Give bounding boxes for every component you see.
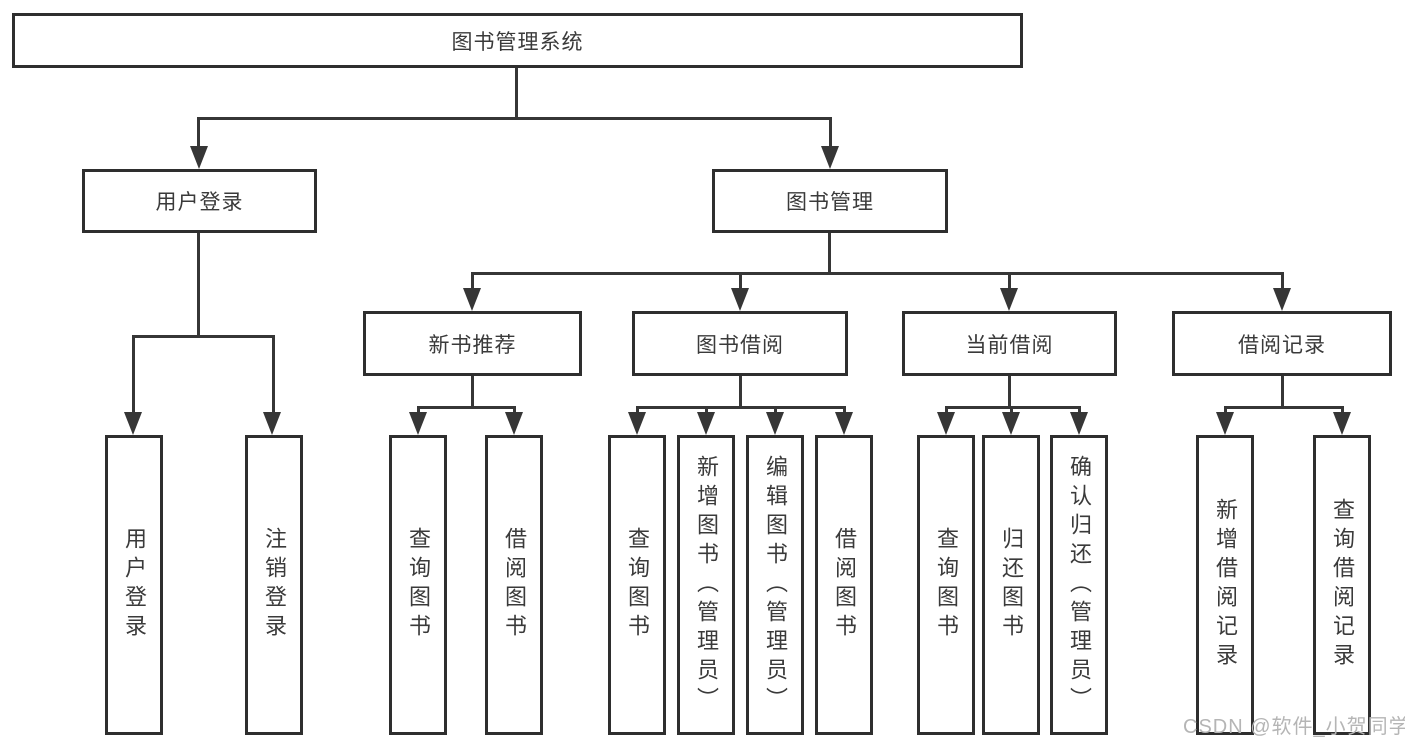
node-leaf-borrow-books-recommend: 借阅图书 [485, 435, 543, 735]
node-user-login-label: 用户登录 [155, 191, 244, 214]
arrow-down-icon [1002, 412, 1020, 435]
node-leaf-query-books-borrowing-label: 查询图书 [625, 527, 650, 643]
node-leaf-query-books-current: 查询图书 [917, 435, 975, 735]
node-current-borrowing-label: 当前借阅 [965, 333, 1054, 357]
node-leaf-logout-label: 注销登录 [262, 527, 287, 643]
arrow-down-icon [697, 412, 715, 435]
node-new-book-recommend-label: 新书推荐 [428, 333, 517, 357]
arrow-down-icon [1333, 412, 1351, 435]
node-leaf-confirm-return-admin: 确认归还（管理员） [1050, 435, 1108, 735]
arrow-down-icon [766, 412, 784, 435]
node-leaf-add-books-admin-label: 新增图书（管理员） [694, 454, 719, 716]
node-leaf-query-books-recommend-label: 查询图书 [406, 527, 431, 643]
connector-line [705, 406, 708, 414]
connector-line [132, 335, 135, 413]
connector-line [132, 335, 275, 338]
connector-line [829, 117, 832, 149]
node-leaf-add-books-admin: 新增图书（管理员） [677, 435, 735, 735]
node-leaf-edit-books-admin: 编辑图书（管理员） [746, 435, 804, 735]
connector-line [636, 406, 639, 414]
node-root-label: 图书管理系统 [451, 30, 584, 54]
node-book-borrowing-label: 图书借阅 [696, 333, 784, 357]
node-leaf-user-login: 用户登录 [105, 435, 163, 735]
connector-line [739, 272, 742, 292]
node-book-borrowing: 图书借阅 [632, 311, 848, 376]
connector-line [1224, 406, 1227, 414]
arrow-down-icon [124, 412, 142, 435]
connector-line [1008, 272, 1011, 292]
connector-line [1078, 406, 1081, 414]
node-leaf-borrow-books: 借阅图书 [815, 435, 873, 735]
node-new-book-recommend: 新书推荐 [363, 311, 582, 376]
node-borrowing-records: 借阅记录 [1172, 311, 1392, 376]
arrow-down-icon [505, 412, 523, 435]
arrow-down-icon [1070, 412, 1088, 435]
connector-line [1281, 376, 1284, 409]
arrow-down-icon [263, 412, 281, 435]
connector-line [945, 406, 948, 414]
arrow-down-icon [1000, 288, 1018, 311]
arrow-down-icon [937, 412, 955, 435]
node-leaf-return-books: 归还图书 [982, 435, 1040, 735]
node-leaf-query-books-borrowing: 查询图书 [608, 435, 666, 735]
node-leaf-edit-books-admin-label: 编辑图书（管理员） [763, 454, 788, 716]
connector-line [636, 406, 846, 409]
connector-line [1281, 272, 1284, 292]
connector-line [272, 335, 275, 413]
node-leaf-query-borrow-record: 查询借阅记录 [1313, 435, 1371, 735]
arrow-down-icon [731, 288, 749, 311]
watermark: CSDN @软件_小贺同学 [1183, 716, 1405, 738]
node-leaf-borrow-books-recommend-label: 借阅图书 [502, 527, 527, 643]
connector-line [197, 117, 200, 149]
connector-line [1010, 406, 1013, 414]
node-book-management: 图书管理 [712, 169, 948, 233]
connector-line [471, 376, 474, 409]
connector-line [515, 68, 518, 120]
node-leaf-confirm-return-admin-label: 确认归还（管理员） [1067, 454, 1092, 716]
node-current-borrowing: 当前借阅 [902, 311, 1117, 376]
node-user-login: 用户登录 [82, 169, 317, 233]
node-borrowing-records-label: 借阅记录 [1238, 333, 1326, 357]
connector-line [774, 406, 777, 414]
connector-line [843, 406, 846, 414]
connector-line [513, 406, 516, 414]
node-leaf-query-books-recommend: 查询图书 [389, 435, 447, 735]
arrow-down-icon [190, 146, 208, 169]
arrow-down-icon [463, 288, 481, 311]
connector-line [1008, 376, 1011, 409]
arrow-down-icon [409, 412, 427, 435]
connector-line [417, 406, 420, 414]
node-leaf-add-borrow-record: 新增借阅记录 [1196, 435, 1254, 735]
node-leaf-logout: 注销登录 [245, 435, 303, 735]
connector-line [739, 376, 742, 409]
node-leaf-user-login-label: 用户登录 [122, 527, 147, 643]
connector-line [471, 272, 1283, 275]
connector-line [197, 117, 832, 120]
node-root: 图书管理系统 [12, 13, 1023, 68]
node-leaf-return-books-label: 归还图书 [999, 527, 1024, 643]
connector-line [471, 272, 474, 292]
arrow-down-icon [1273, 288, 1291, 311]
node-leaf-borrow-books-label: 借阅图书 [832, 527, 857, 643]
arrow-down-icon [821, 146, 839, 169]
node-leaf-query-books-current-label: 查询图书 [934, 527, 959, 643]
node-leaf-query-borrow-record-label: 查询借阅记录 [1330, 498, 1355, 672]
connector-line [1224, 406, 1344, 409]
connector-line [828, 233, 831, 275]
connector-line [1341, 406, 1344, 414]
node-book-management-label: 图书管理 [786, 191, 874, 214]
node-leaf-add-borrow-record-label: 新增借阅记录 [1213, 498, 1238, 672]
arrow-down-icon [1216, 412, 1234, 435]
arrow-down-icon [835, 412, 853, 435]
arrow-down-icon [628, 412, 646, 435]
connector-line [417, 406, 516, 409]
connector-line [197, 233, 200, 337]
